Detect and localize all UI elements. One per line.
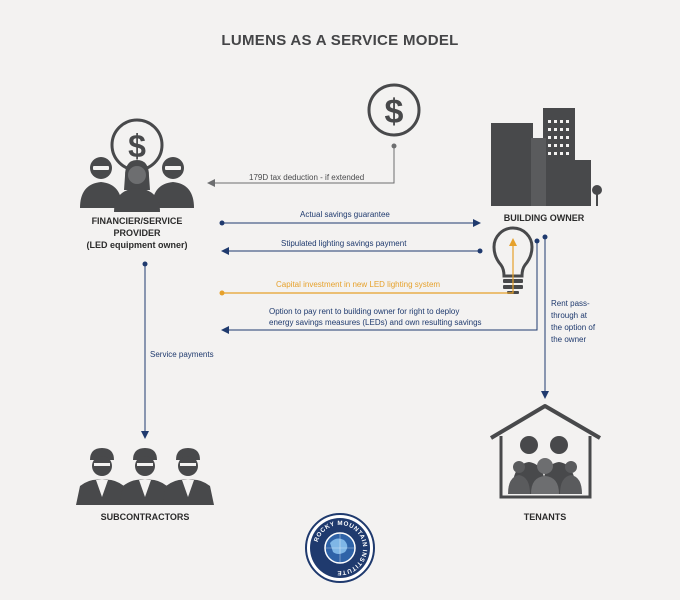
svg-text:$: $ xyxy=(385,93,404,131)
rent-label-line1: Rent pass- xyxy=(551,299,590,308)
rent-passthrough-arrow xyxy=(541,234,549,399)
subcontractors-label: SUBCONTRACTORS xyxy=(100,512,190,522)
financier-label: FINANCIER/SERVICE PROVIDER (LED equipmen… xyxy=(67,215,207,251)
workers-icon xyxy=(76,448,214,505)
savings-guarantee-arrow xyxy=(219,219,481,227)
service-payments-label: Service payments xyxy=(150,350,214,359)
savings-guarantee-label: Actual savings guarantee xyxy=(300,210,390,219)
stipulated-payment-arrow xyxy=(221,247,483,255)
rent-label-line4: the owner xyxy=(551,335,587,344)
capital-investment-arrow xyxy=(219,238,517,296)
building-owner-label: BUILDING OWNER xyxy=(503,213,585,223)
option-rent-arrow xyxy=(221,238,540,334)
rmi-logo-label: ROCKY MOUNTAIN INSTITUTE xyxy=(313,520,368,576)
tax-deduction-label: 179D tax deduction - if extended xyxy=(249,173,365,182)
service-payments-arrow xyxy=(141,261,149,439)
option-rent-label: Option to pay rent to building owner for… xyxy=(269,306,482,328)
capital-investment-label: Capital investment in new LED lighting s… xyxy=(276,280,441,289)
stipulated-payment-label: Stipulated lighting savings payment xyxy=(281,239,407,248)
financier-people-icon: $ xyxy=(80,118,194,212)
rent-label-line2: through at xyxy=(551,311,588,320)
financier-label-line1: FINANCIER/SERVICE xyxy=(91,216,183,226)
house-family-icon xyxy=(489,404,602,499)
option-rent-label-line2: energy savings measures (LEDs) and own r… xyxy=(269,318,482,327)
tenants-label: TENANTS xyxy=(523,512,567,522)
option-rent-label-line1: Option to pay rent to building owner for… xyxy=(269,307,460,316)
dollar-icon: $ xyxy=(367,83,421,137)
rent-passthrough-label: Rent pass- through at the option of the … xyxy=(551,298,595,346)
page-title: LUMENS AS A SERVICE MODEL xyxy=(221,32,459,49)
tax-deduction-arrow xyxy=(207,143,397,187)
svg-text:$: $ xyxy=(128,128,146,164)
rent-label-line3: the option of xyxy=(551,323,596,332)
svg-text:ROCKY MOUNTAIN INSTITUTE: ROCKY MOUNTAIN INSTITUTE xyxy=(313,520,368,576)
financier-label-line2: PROVIDER xyxy=(113,228,161,238)
financier-label-line3: (LED equipment owner) xyxy=(86,240,188,250)
rmi-logo-icon xyxy=(305,513,375,583)
building-icon xyxy=(491,108,602,206)
